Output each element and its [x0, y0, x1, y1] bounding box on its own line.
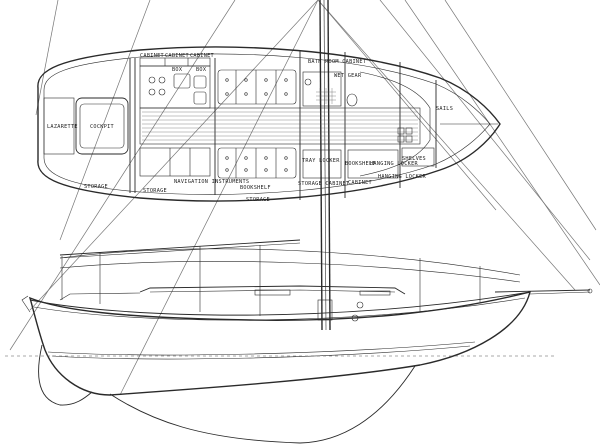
label-tray-locker: TRAY LOCKER	[302, 158, 340, 164]
head-grid-icon	[304, 78, 336, 104]
label-cockpit: COCKPIT	[90, 124, 114, 130]
deck-plan	[37, 46, 501, 202]
label-cabinet-4: CABINET	[348, 180, 372, 186]
label-cabinet-2: CABINET	[165, 53, 189, 59]
label-bath-room-cabinet: BATH ROOM CABINET	[308, 59, 366, 65]
label-bookshelf-2: BOOKSHELF	[345, 161, 376, 167]
label-bookshelf-1: BOOKSHELF	[240, 185, 271, 191]
label-cabinet-1: CABINET	[140, 53, 164, 59]
label-box-1: BOX	[172, 67, 183, 73]
settee-bottom	[217, 147, 297, 179]
hull-profile	[5, 245, 593, 444]
label-navigation-text: NAVIGATION INSTRUMENTS	[174, 179, 249, 185]
label-bath-room-cabinet-text: BATH ROOM CABINET	[308, 59, 366, 65]
label-shelves: SHELVES	[402, 156, 426, 162]
shelves-squares	[397, 127, 413, 143]
sole-hatching	[142, 111, 418, 141]
label-hanging-locker-2: HANGING LOCKER	[378, 174, 427, 180]
settee-top	[217, 69, 297, 105]
label-hanging-locker-1: HANGING LOCKER	[370, 161, 419, 167]
stove-icon	[148, 76, 166, 96]
label-cabinet-3: CABINET	[190, 53, 214, 59]
mast	[319, 0, 331, 331]
label-storage-2: STORAGE	[143, 188, 167, 194]
label-storage-3: STORAGE	[246, 197, 270, 203]
label-storage-cabinet: STORAGE CABINET	[298, 181, 349, 187]
label-navigation-instruments: NAVIGATION INSTRUMENTS	[174, 179, 249, 185]
toilet-icon	[346, 93, 358, 107]
plan-labels: LAZARETTE COCKPIT CABINET CABINET CABINE…	[47, 53, 453, 203]
label-storage-1: STORAGE	[84, 184, 108, 190]
label-sails: SAILS	[436, 106, 453, 112]
label-box-2: BOX	[196, 67, 207, 73]
label-wet-gear: WET GEAR	[334, 73, 362, 79]
label-lazarette: LAZARETTE	[47, 124, 78, 130]
